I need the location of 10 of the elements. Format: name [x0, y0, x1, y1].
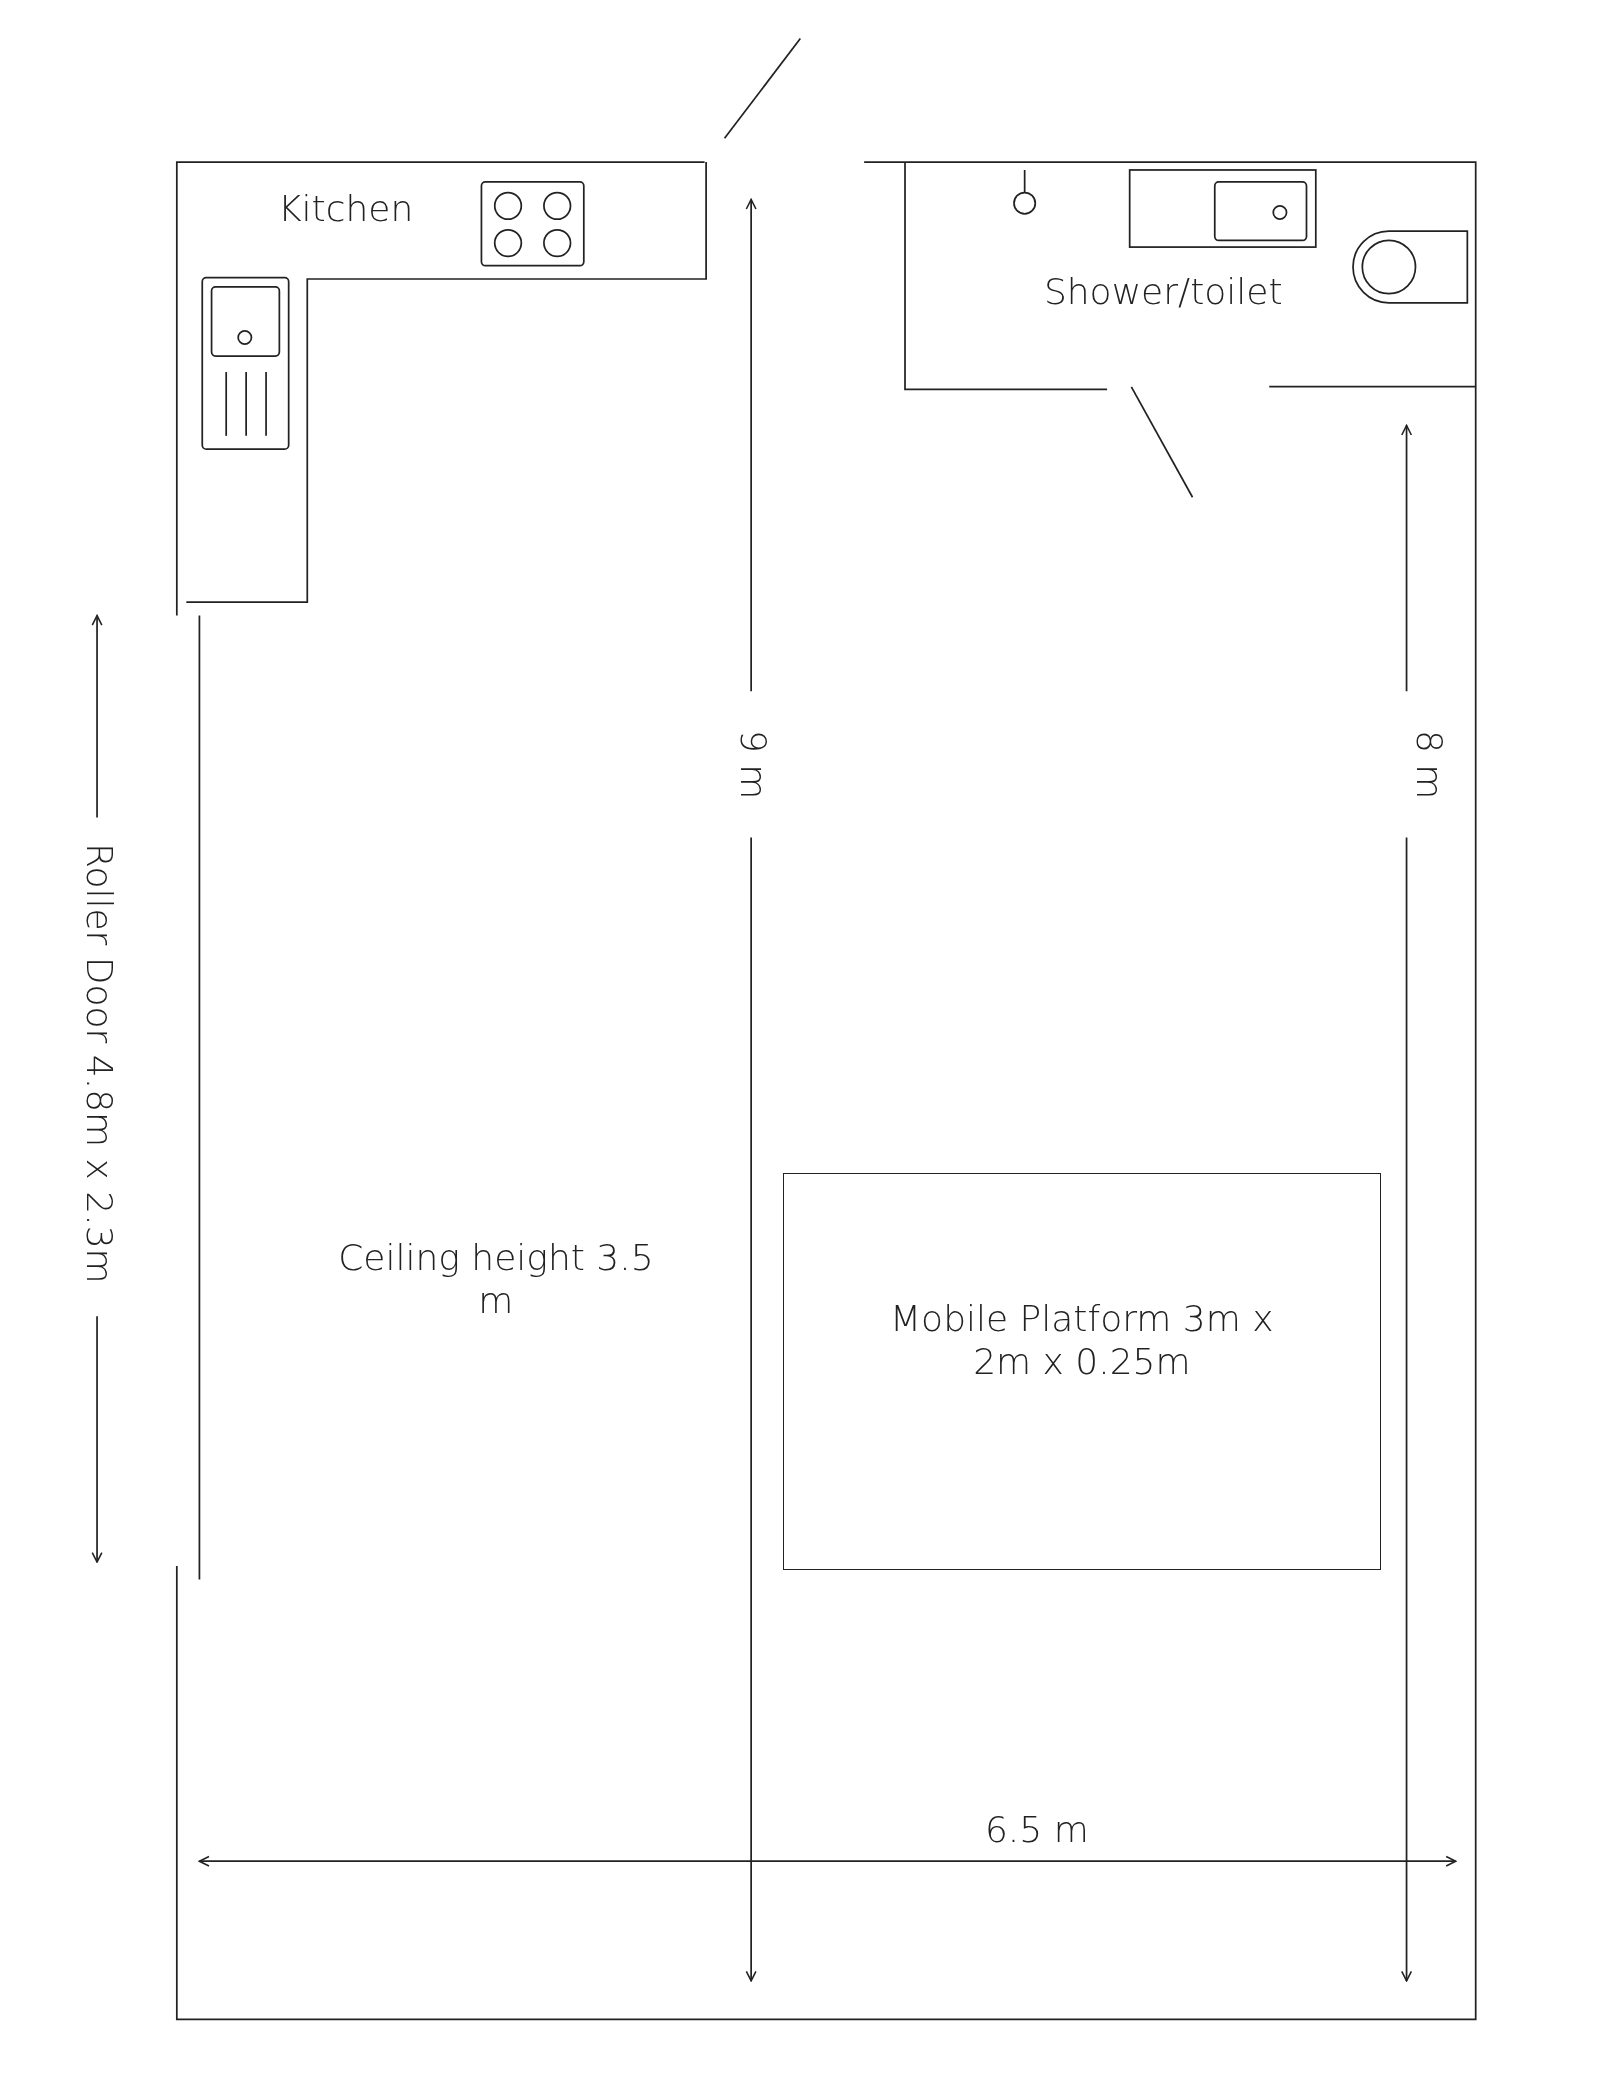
shower-toilet-room: [905, 162, 1476, 391]
ceiling-height-note: Ceiling height 3.5 m: [337, 1235, 655, 1323]
dimension-label: 6.5 m: [984, 1807, 1089, 1851]
room-label: Shower/toilet: [1042, 269, 1284, 313]
dimension-label: Roller Door 4.8m x 2.3m: [78, 843, 122, 1284]
platform-area: [783, 1172, 1382, 1571]
dimension-label: 9 m: [732, 729, 776, 800]
room-label: Mobile Platform 3m x 2m x 0.25m: [889, 1296, 1275, 1384]
dimension-label: 8 m: [1407, 729, 1451, 800]
room-label: Kitchen: [277, 187, 415, 231]
